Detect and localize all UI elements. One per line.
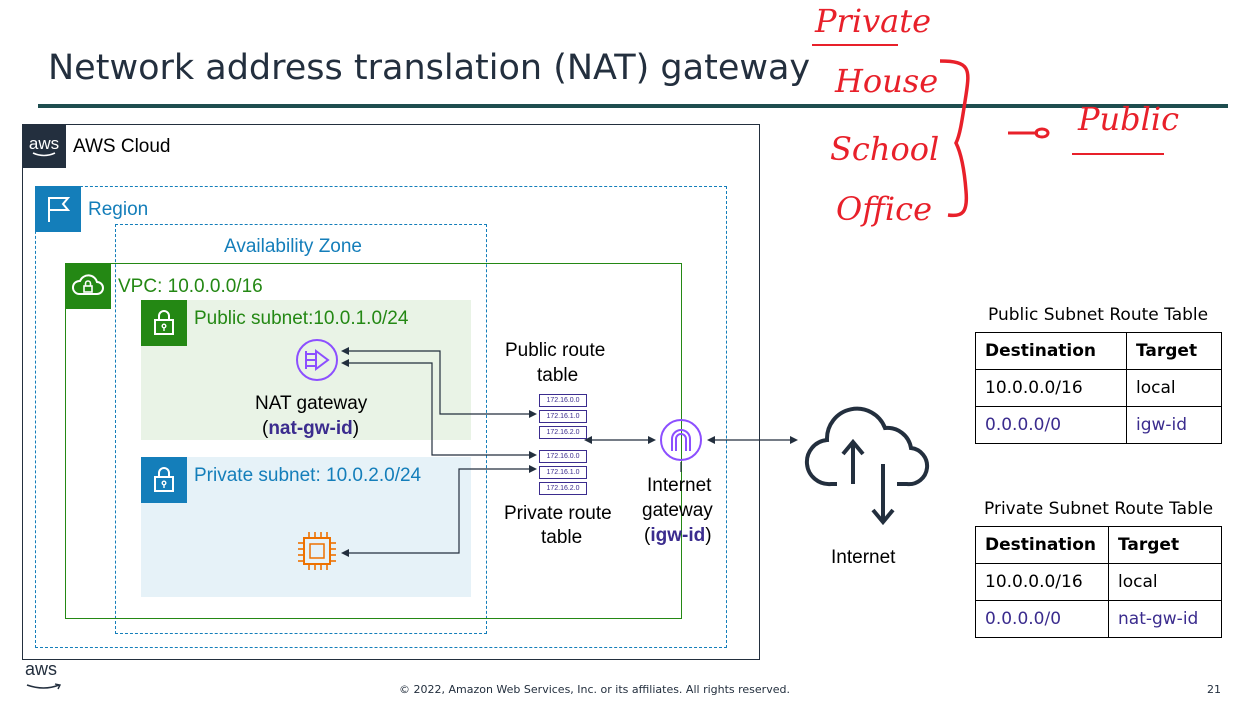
- route-entry: 172.16.1.0: [539, 466, 587, 479]
- table-cell: local: [1126, 369, 1222, 407]
- handwritten-office: Office: [836, 190, 932, 228]
- table-cell: local: [1108, 563, 1222, 601]
- footer-aws-logo-icon: aws: [25, 660, 63, 696]
- internet-cloud-icon: [804, 406, 930, 526]
- public-route-table-icon: 172.16.0.0 172.16.1.0 172.16.2.0: [539, 394, 587, 439]
- vpc-boundary: [65, 263, 682, 619]
- handwritten-house: House: [835, 62, 939, 100]
- route-entry: 172.16.2.0: [539, 426, 587, 439]
- private-route-table: Destination Target 10.0.0.0/16 local 0.0…: [975, 526, 1222, 638]
- public-route-table: Destination Target 10.0.0.0/16 local 0.0…: [975, 332, 1222, 444]
- private-route-table-label-1: Private route: [504, 503, 612, 524]
- table-header-cell: Target: [1108, 526, 1222, 564]
- table-header-cell: Destination: [975, 526, 1109, 564]
- handwritten-private: Private: [815, 2, 932, 40]
- internet-gateway-icon: [660, 419, 702, 461]
- table-header-cell: Destination: [975, 332, 1127, 370]
- private-subnet-label: Private subnet: 10.0.2.0/24: [194, 465, 422, 486]
- aws-cloud-boundary: [22, 124, 760, 660]
- table-header-row: Destination Target: [975, 332, 1222, 370]
- internet-gateway-id-line: (igw-id): [644, 525, 712, 547]
- availability-zone-boundary: [115, 224, 487, 634]
- table-cell: nat-gw-id: [1108, 600, 1222, 638]
- nat-gateway-open-paren: (: [262, 418, 269, 439]
- page-number: 21: [1207, 683, 1221, 696]
- public-subnet: [141, 300, 471, 440]
- nat-to-public-route-line: [347, 350, 531, 415]
- handwritten-public-underline: [1072, 153, 1164, 155]
- aws-cloud-label: AWS Cloud: [73, 136, 171, 157]
- handwritten-public: Public: [1078, 100, 1180, 138]
- internet-gateway-label-2: gateway: [642, 500, 713, 521]
- page-title: Network address translation (NAT) gatewa…: [48, 48, 811, 88]
- nat-gateway-icon: [296, 339, 338, 381]
- table-cell: 0.0.0.0/0: [975, 600, 1109, 638]
- public-route-table-title: Public Subnet Route Table: [988, 305, 1209, 325]
- table-row: 0.0.0.0/0 nat-gw-id: [975, 600, 1222, 638]
- handwritten-brace-icon: [939, 59, 1050, 218]
- region-flag-icon: [35, 186, 81, 232]
- private-subnet: [141, 457, 471, 597]
- nat-gateway-name: NAT gateway: [255, 393, 368, 414]
- internet-gateway-close-paren: ): [705, 525, 712, 546]
- availability-zone-label: Availability Zone: [224, 236, 363, 257]
- route-entry: 172.16.1.0: [539, 410, 587, 423]
- vpc-label: VPC: 10.0.0.0/16: [118, 276, 263, 297]
- internet-gateway-label-1: Internet: [647, 475, 712, 496]
- footer-logo-text: aws: [25, 659, 58, 679]
- private-route-table-title: Private Subnet Route Table: [984, 499, 1214, 519]
- table-cell: 10.0.0.0/16: [975, 369, 1127, 407]
- vpc-cloud-lock-icon: [65, 263, 111, 309]
- nat-gateway-close-paren: ): [352, 418, 360, 439]
- public-subnet-lock-icon: [141, 300, 187, 346]
- public-subnet-label: Public subnet:10.0.1.0/24: [194, 308, 409, 329]
- table-cell: 10.0.0.0/16: [975, 563, 1109, 601]
- route-entry: 172.16.0.0: [539, 450, 587, 463]
- route-entry: 172.16.0.0: [539, 394, 587, 407]
- private-route-table-label-2: table: [541, 527, 583, 548]
- region-label: Region: [88, 199, 149, 220]
- private-subnet-lock-icon: [141, 457, 187, 503]
- nat-gateway-id-line: (nat-gw-id): [262, 418, 359, 440]
- table-header-row: Destination Target: [975, 526, 1222, 564]
- internet-label: Internet: [831, 547, 896, 568]
- public-route-table-label-1: Public route: [505, 340, 606, 361]
- route-entry: 172.16.2.0: [539, 482, 587, 495]
- aws-logo-icon: aws: [22, 124, 66, 168]
- private-route-table-icon: 172.16.0.0 172.16.1.0 172.16.2.0: [539, 450, 587, 495]
- handwritten-school: School: [830, 130, 940, 168]
- table-cell: igw-id: [1126, 406, 1222, 444]
- table-row: 10.0.0.0/16 local: [975, 369, 1222, 407]
- table-row: 10.0.0.0/16 local: [975, 563, 1222, 601]
- internet-gateway-open-paren: (: [644, 525, 651, 546]
- table-row: 0.0.0.0/0 igw-id: [975, 406, 1222, 444]
- nat-gateway-id: nat-gw-id: [268, 418, 353, 439]
- handwritten-private-underline: [812, 44, 898, 46]
- title-divider: [38, 104, 1228, 108]
- ec2-instance-icon: [298, 532, 336, 570]
- table-header-cell: Target: [1126, 332, 1222, 370]
- nat-to-private-route-line: [347, 362, 531, 456]
- copyright-text: © 2022, Amazon Web Services, Inc. or its…: [399, 683, 790, 696]
- ec2-to-private-route-line: [347, 468, 531, 554]
- internet-gateway-id: igw-id: [650, 525, 706, 546]
- public-route-table-label-2: table: [537, 365, 579, 386]
- table-cell: 0.0.0.0/0: [975, 406, 1127, 444]
- region-boundary: [35, 186, 727, 648]
